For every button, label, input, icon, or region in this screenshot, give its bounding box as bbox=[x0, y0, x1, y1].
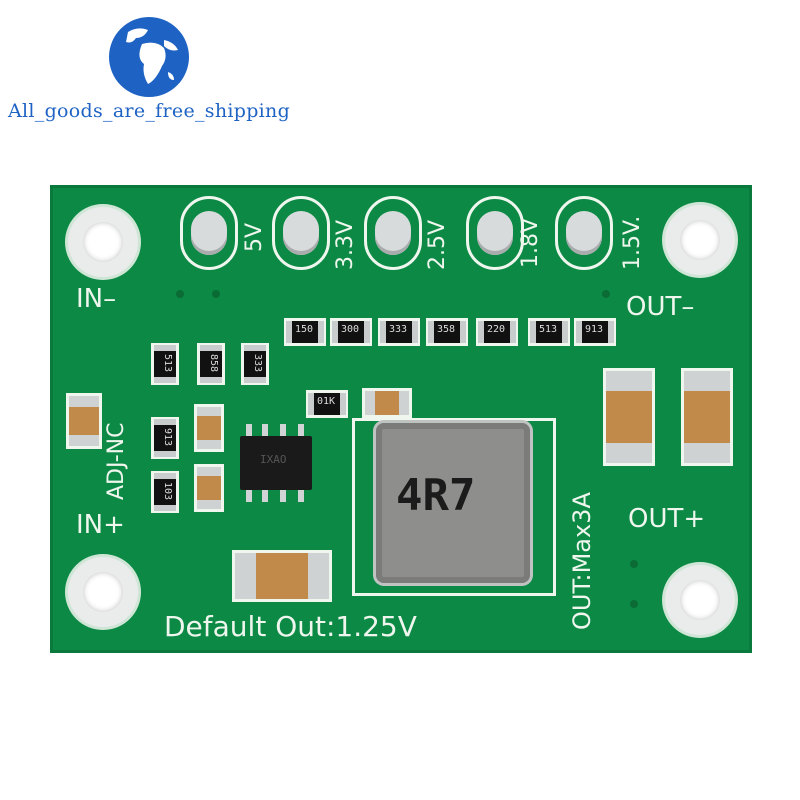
label-in-plus: IN+ bbox=[76, 510, 125, 540]
label-max-current: OUT:Max3A bbox=[568, 492, 596, 630]
inductor bbox=[376, 423, 530, 583]
resistor: 103 bbox=[151, 471, 179, 513]
output-capacitor bbox=[681, 368, 733, 466]
ic-pin bbox=[262, 490, 268, 502]
resistor: 300 bbox=[330, 318, 372, 346]
ic-pin bbox=[298, 490, 304, 502]
via bbox=[630, 560, 638, 568]
ic-pin bbox=[298, 424, 304, 436]
mounting-hole-top-right bbox=[665, 205, 735, 275]
capacitor bbox=[194, 464, 224, 512]
resistor: 913 bbox=[574, 318, 616, 346]
resistor: 913 bbox=[151, 417, 179, 459]
resistor: 333 bbox=[241, 343, 269, 385]
regulator-ic: IXAO bbox=[240, 436, 312, 490]
resistor: 220 bbox=[476, 318, 518, 346]
resistor: 358 bbox=[426, 318, 468, 346]
voltage-pad-5v bbox=[180, 196, 238, 270]
via bbox=[630, 600, 638, 608]
capacitor bbox=[66, 393, 102, 449]
mounting-hole-bottom-right bbox=[665, 565, 735, 635]
voltage-label-3v3: 3.3V bbox=[333, 219, 358, 270]
inductor-marking: 4R7 bbox=[396, 470, 476, 521]
resistor: 858 bbox=[197, 343, 225, 385]
label-in-minus: IN– bbox=[76, 284, 117, 314]
via bbox=[212, 290, 220, 298]
resistor: 150 bbox=[284, 318, 326, 346]
ic-pin bbox=[280, 424, 286, 436]
voltage-pad-1v8 bbox=[466, 196, 524, 270]
ic-pin bbox=[262, 424, 268, 436]
label-out-minus: OUT– bbox=[626, 292, 695, 322]
ic-pin bbox=[280, 490, 286, 502]
capacitor bbox=[362, 388, 412, 418]
ic-pin bbox=[246, 490, 252, 502]
watermark-text: All_goods_are_free_shipping bbox=[8, 100, 291, 122]
resistor: 513 bbox=[528, 318, 570, 346]
capacitor bbox=[194, 404, 224, 452]
ic-pin bbox=[246, 424, 252, 436]
inductor-outline bbox=[352, 418, 556, 596]
voltage-label-1v5: 1.5V. bbox=[620, 215, 645, 270]
voltage-label-1v8: 1.8V bbox=[518, 217, 543, 268]
watermark-logo: All_goods_are_free_shipping bbox=[0, 0, 300, 140]
resistor: 333 bbox=[378, 318, 420, 346]
label-adj: ADJ-NC bbox=[104, 422, 129, 500]
output-capacitor bbox=[603, 368, 655, 466]
resistor: 513 bbox=[151, 343, 179, 385]
label-out-plus: OUT+ bbox=[628, 504, 706, 534]
label-default-output: Default Out:1.25V bbox=[164, 610, 417, 643]
voltage-pad-3v3 bbox=[272, 196, 330, 270]
voltage-pad-1v5 bbox=[555, 196, 613, 270]
via bbox=[176, 290, 184, 298]
input-capacitor bbox=[232, 550, 332, 602]
resistor: 01K bbox=[306, 390, 348, 418]
globe-icon bbox=[109, 17, 189, 97]
voltage-label-2v5: 2.5V bbox=[425, 219, 450, 270]
mounting-hole-top-left bbox=[68, 207, 138, 277]
voltage-label-5v: 5V bbox=[242, 222, 267, 252]
voltage-pad-2v5 bbox=[364, 196, 422, 270]
via bbox=[602, 290, 610, 298]
mounting-hole-bottom-left bbox=[68, 557, 138, 627]
